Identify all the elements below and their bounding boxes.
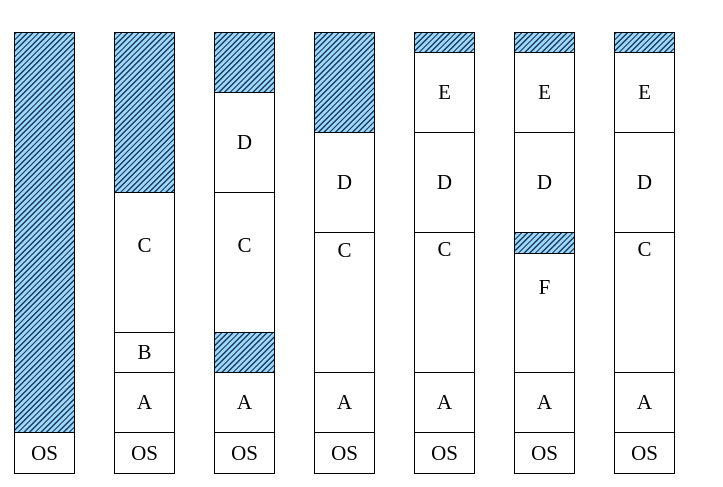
segment-label: A [136, 390, 153, 414]
segment-label: A [636, 390, 653, 414]
memory-state-4: D C A OS [314, 32, 375, 474]
memory-state-5: E D C A OS [414, 32, 475, 474]
process-segment-a: A [515, 373, 574, 433]
segment-label: D [636, 170, 653, 194]
process-segment-d: D [515, 133, 574, 233]
os-segment: OS [515, 433, 574, 473]
process-segment-c: C [115, 193, 174, 333]
process-segment-a: A [415, 373, 474, 433]
free-memory-segment [215, 33, 274, 93]
segment-label: B [137, 340, 152, 364]
free-memory-segment [15, 33, 74, 433]
segment-label: D [236, 130, 253, 154]
memory-state-2: C B A OS [114, 32, 175, 474]
process-segment-d: D [315, 133, 374, 233]
memory-state-1: OS [14, 32, 75, 474]
segment-label: C [137, 233, 152, 257]
process-segment-c: C [615, 233, 674, 373]
free-memory-segment [615, 33, 674, 53]
process-segment-b: B [115, 333, 174, 373]
os-segment: OS [315, 433, 374, 473]
process-segment-d: D [615, 133, 674, 233]
segment-label: E [638, 80, 651, 104]
segment-label: D [536, 170, 553, 194]
process-segment-e: E [615, 53, 674, 133]
segment-label: OS [331, 440, 358, 465]
process-segment-a: A [115, 373, 174, 433]
segment-label: A [536, 390, 553, 414]
process-segment-c: C [315, 233, 374, 373]
segment-label: C [337, 238, 352, 262]
segment-label: C [637, 237, 652, 261]
segment-label: OS [31, 440, 58, 465]
free-memory-segment [215, 333, 274, 373]
process-segment-a: A [315, 373, 374, 433]
segment-label: D [436, 170, 453, 194]
segment-label: A [436, 390, 453, 414]
process-segment-d: D [415, 133, 474, 233]
os-segment: OS [115, 433, 174, 473]
segment-label: E [438, 80, 451, 104]
memory-state-6: E D F A OS [514, 32, 575, 474]
free-memory-segment [415, 33, 474, 53]
segment-label: OS [131, 440, 158, 465]
memory-diagram: OS C B A OS D C A OS D C A OS E D C A OS E D F A OS E D C A OS [14, 32, 675, 474]
process-segment-c: C [215, 193, 274, 333]
process-segment-a: A [215, 373, 274, 433]
os-segment: OS [15, 433, 74, 473]
segment-label: OS [531, 440, 558, 465]
process-segment-a: A [615, 373, 674, 433]
free-memory-segment [315, 33, 374, 133]
os-segment: OS [615, 433, 674, 473]
free-memory-segment [115, 33, 174, 193]
process-segment-c: C [415, 233, 474, 373]
segment-label: C [437, 237, 452, 261]
process-segment-d: D [215, 93, 274, 193]
segment-label: F [538, 275, 551, 299]
segment-label: C [237, 233, 252, 257]
segment-label: OS [631, 440, 658, 465]
process-segment-f: F [515, 254, 574, 373]
os-segment: OS [415, 433, 474, 473]
segment-label: A [236, 390, 253, 414]
segment-label: A [336, 390, 353, 414]
memory-state-7: E D C A OS [614, 32, 675, 474]
process-segment-e: E [515, 53, 574, 133]
os-segment: OS [215, 433, 274, 473]
segment-label: OS [231, 440, 258, 465]
free-memory-segment [515, 233, 574, 254]
segment-label: OS [431, 440, 458, 465]
process-segment-e: E [415, 53, 474, 133]
memory-state-3: D C A OS [214, 32, 275, 474]
segment-label: D [336, 170, 353, 194]
free-memory-segment [515, 33, 574, 53]
segment-label: E [538, 80, 551, 104]
